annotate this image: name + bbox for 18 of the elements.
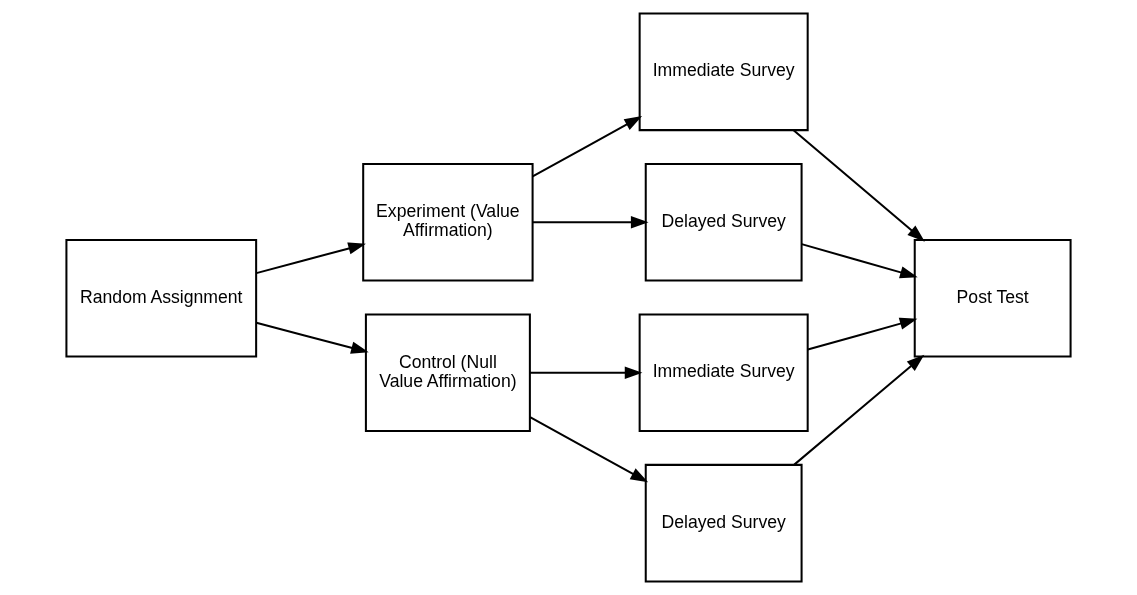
node-box: Random Assignment — [65, 238, 258, 358]
arrow — [529, 416, 649, 483]
arrow — [793, 354, 925, 466]
node-box: Post Test — [913, 238, 1072, 358]
node-box: Immediate Survey — [638, 313, 809, 432]
node-box: Experiment (Value Affirmation) — [362, 163, 534, 282]
arrow — [530, 366, 643, 379]
arrow — [807, 317, 918, 351]
arrow — [532, 116, 643, 178]
arrow — [792, 129, 925, 242]
node-box: Immediate Survey — [638, 12, 809, 132]
arrow — [801, 243, 918, 279]
arrow — [256, 242, 366, 275]
node-box: Control (Null Value Affirmation) — [364, 313, 531, 432]
arrow — [532, 216, 649, 229]
node-box: Delayed Survey — [644, 163, 803, 282]
node-box: Delayed Survey — [644, 463, 803, 583]
arrow — [256, 321, 369, 354]
